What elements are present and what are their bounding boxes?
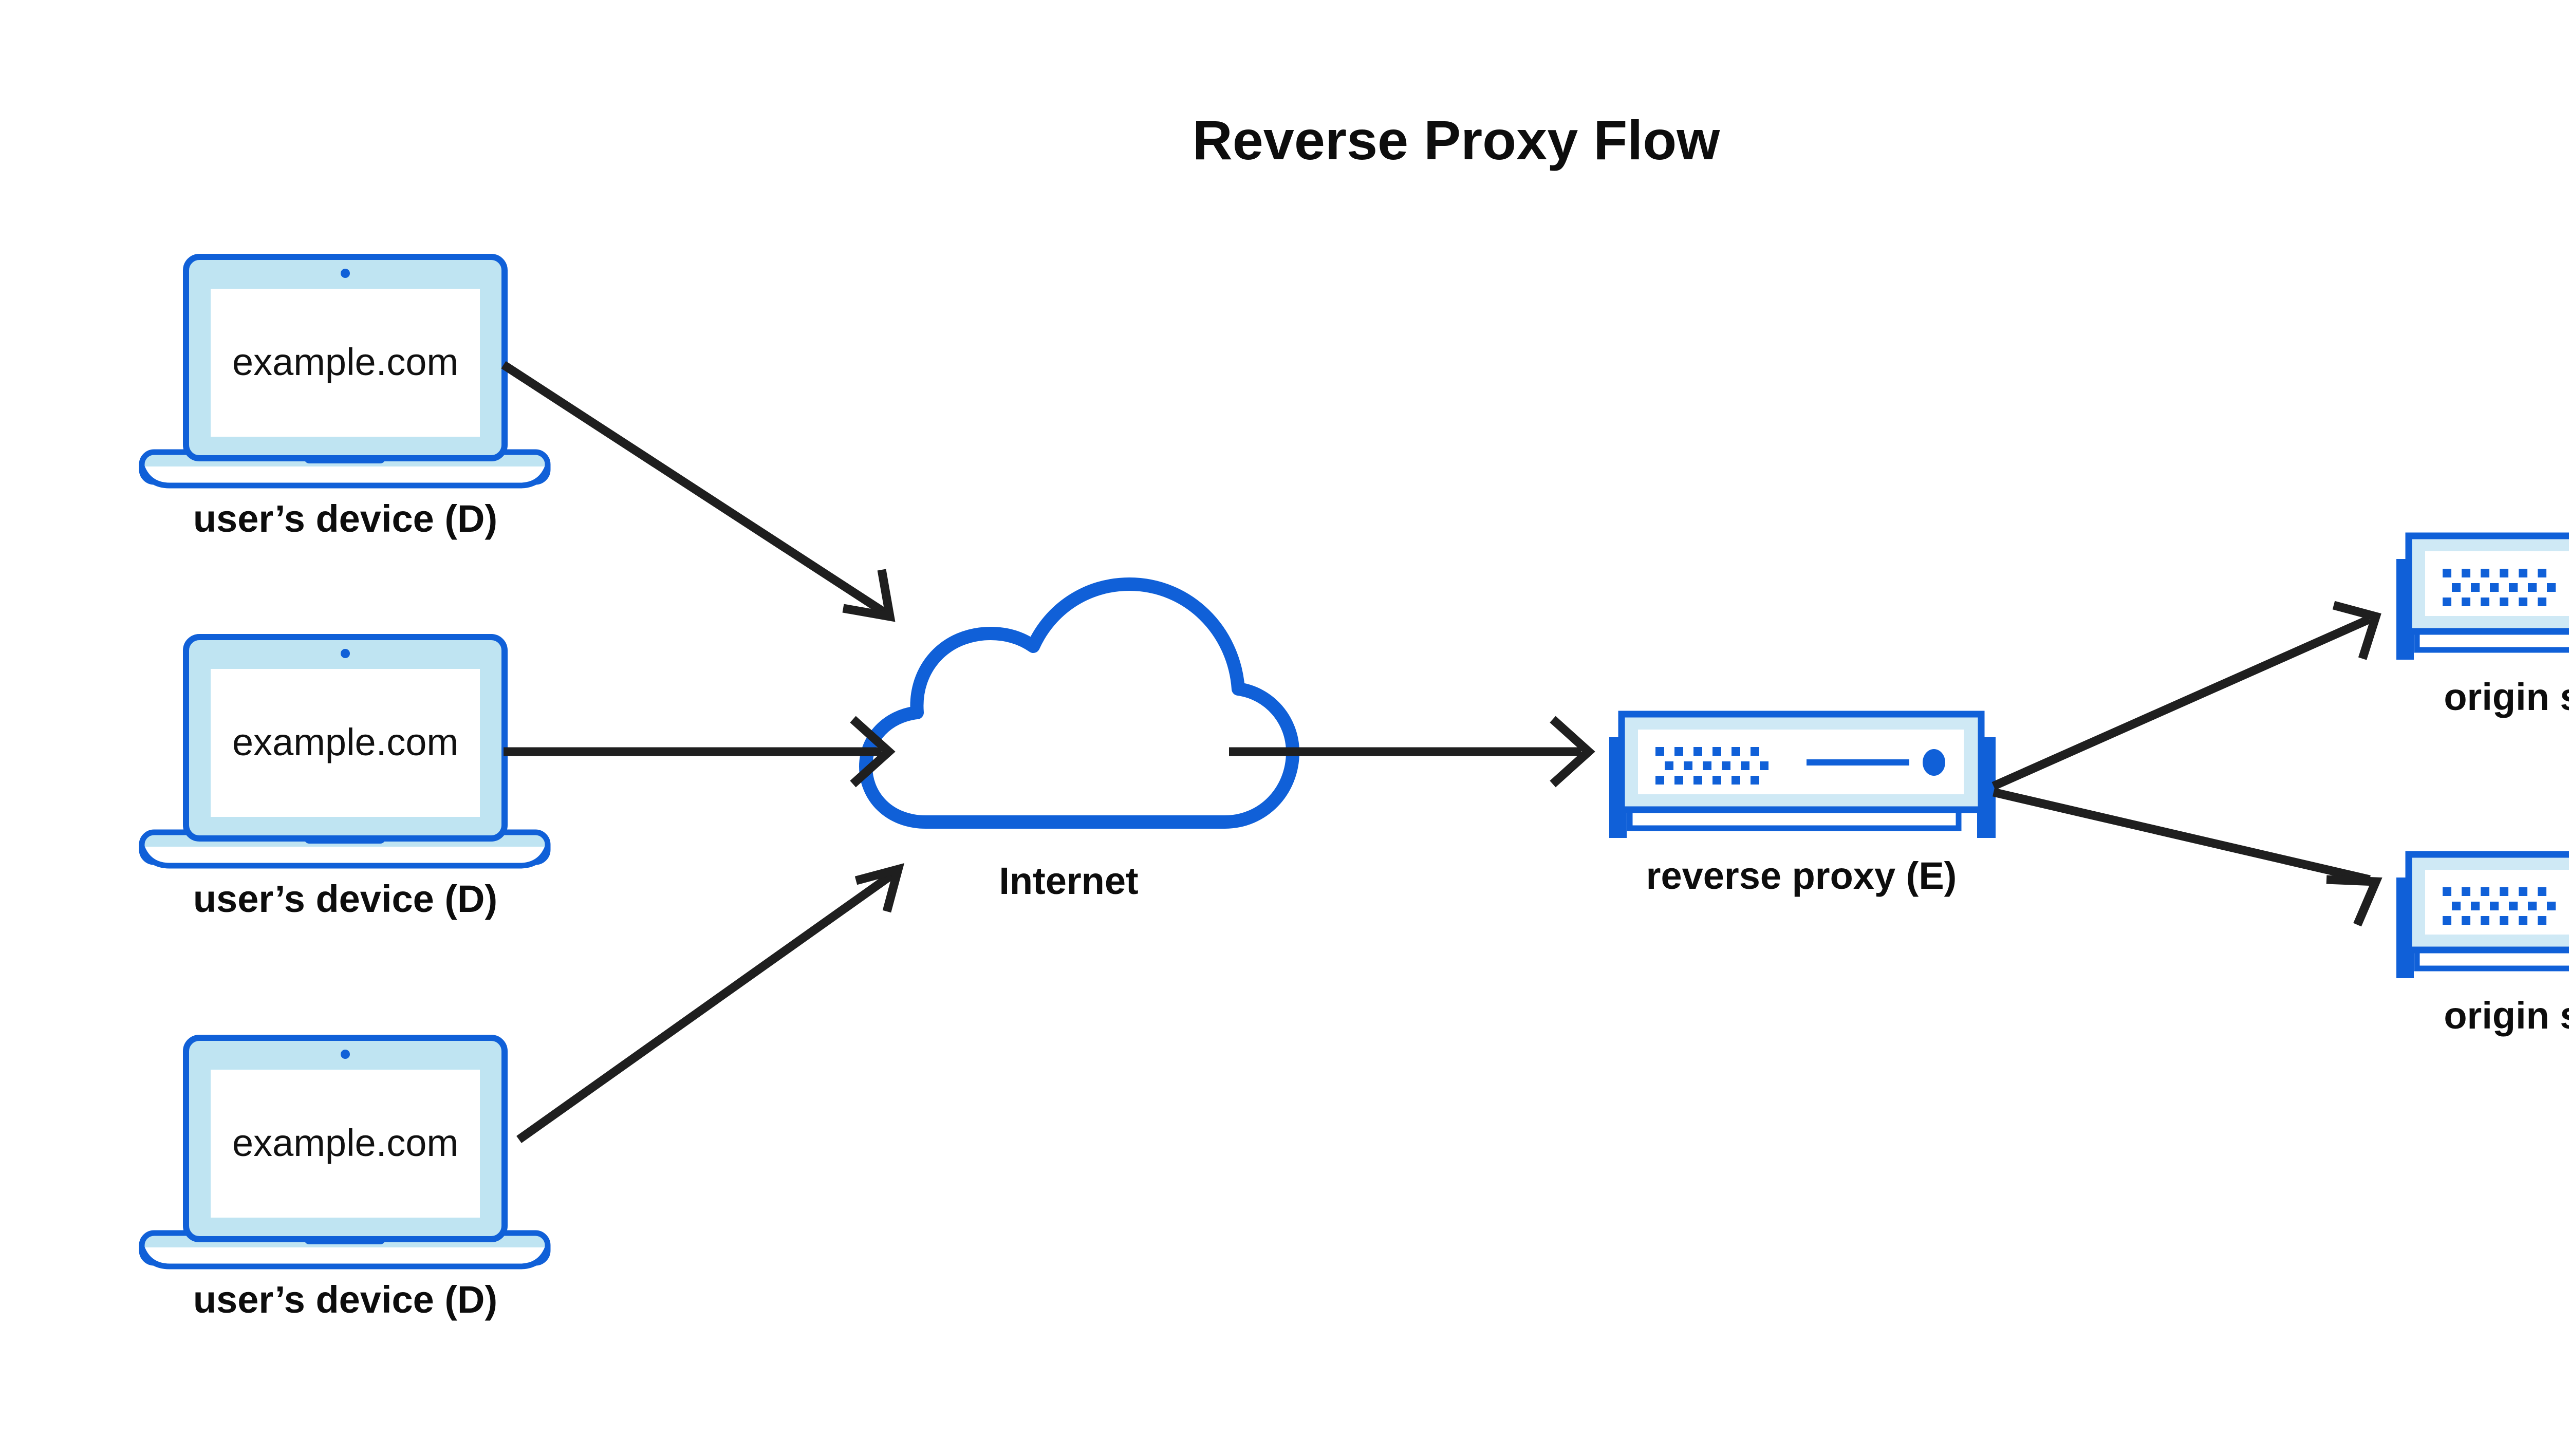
server-vent-grid bbox=[2443, 887, 2556, 925]
screen-url-text: example.com bbox=[232, 341, 458, 383]
page-title: Reverse Proxy Flow bbox=[1193, 109, 1720, 171]
server-led-indicator bbox=[1923, 749, 1945, 776]
edge-device1-internet bbox=[501, 361, 896, 622]
edge-internet-proxy bbox=[1229, 716, 1595, 788]
node-label-internet: Internet bbox=[999, 860, 1138, 902]
node-device-2[interactable]: example.com user’s device (D) bbox=[139, 634, 551, 920]
node-label-origin-2: origin server (F) bbox=[2444, 994, 2569, 1037]
node-internet[interactable]: Internet bbox=[859, 577, 1299, 902]
node-label-reverse-proxy: reverse proxy (E) bbox=[1646, 854, 1957, 897]
server-status-line bbox=[1807, 759, 1909, 766]
edge-proxy-origin2 bbox=[1993, 788, 2382, 927]
screen-url-text: example.com bbox=[232, 1122, 458, 1164]
node-device-3[interactable]: example.com user’s device (D) bbox=[139, 1035, 551, 1321]
node-reverse-proxy[interactable]: reverse proxy (E) bbox=[1609, 711, 1996, 897]
laptop-screen bbox=[211, 669, 480, 817]
server-vent-grid bbox=[2443, 569, 2556, 606]
node-origin-2[interactable]: origin server (F) bbox=[2396, 851, 2569, 1037]
server-vent-grid bbox=[1655, 747, 1768, 785]
node-label-device-3: user’s device (D) bbox=[193, 1278, 497, 1321]
laptop-base-front bbox=[139, 465, 551, 489]
laptop-screen bbox=[211, 1070, 480, 1218]
node-label-origin-1: origin server (F) bbox=[2444, 676, 2569, 718]
edge-device2-internet bbox=[504, 716, 896, 788]
node-label-device-1: user’s device (D) bbox=[193, 497, 497, 540]
laptop-screen bbox=[211, 289, 480, 437]
node-origin-1[interactable]: origin server (F) bbox=[2396, 532, 2569, 718]
edge-proxy-origin1 bbox=[1991, 601, 2381, 790]
webcam-icon bbox=[341, 649, 350, 658]
laptop-base-front bbox=[139, 1246, 551, 1270]
node-device-1[interactable]: example.com user’s device (D) bbox=[139, 254, 551, 540]
webcam-icon bbox=[341, 269, 350, 278]
laptop-base-front bbox=[139, 845, 551, 869]
webcam-icon bbox=[341, 1050, 350, 1059]
edge-device3-internet bbox=[516, 863, 905, 1143]
node-label-device-2: user’s device (D) bbox=[193, 878, 497, 920]
screen-url-text: example.com bbox=[232, 721, 458, 763]
edge-layer bbox=[501, 361, 2382, 1143]
